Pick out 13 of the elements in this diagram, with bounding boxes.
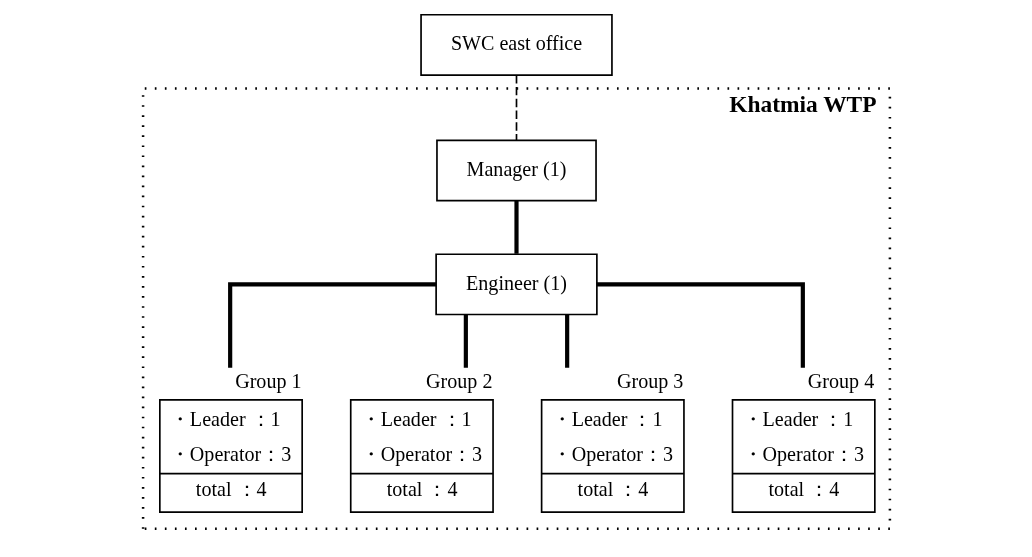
connector (513, 201, 519, 254)
connector (227, 282, 436, 368)
connector (515, 74, 517, 141)
node-box: Engineer (1) (434, 253, 598, 316)
connector (596, 282, 805, 368)
connector (564, 314, 569, 368)
node-label: Group 3 (616, 369, 683, 392)
connector (463, 314, 468, 368)
node-box: SWC east office (419, 13, 613, 76)
node-label: Group 2 (425, 369, 492, 392)
node-label: Group 1 (234, 369, 302, 392)
node-label: Group 4 (807, 369, 874, 392)
node-box: Manager (1) (435, 139, 597, 202)
